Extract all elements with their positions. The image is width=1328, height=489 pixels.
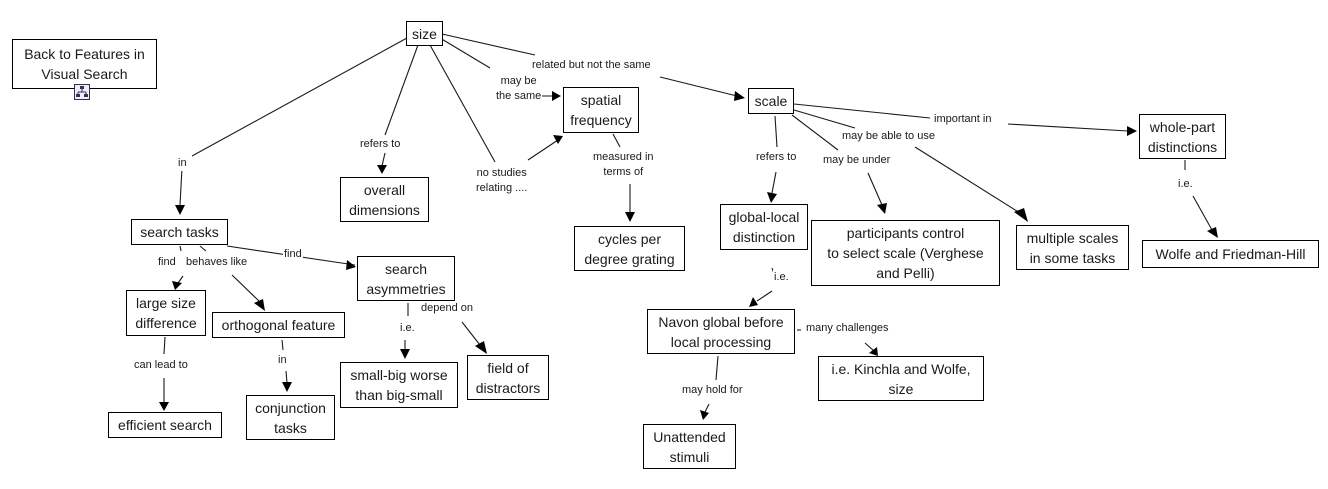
connector-line bbox=[791, 114, 839, 151]
link-label-depend-on: depend on bbox=[420, 301, 474, 316]
node-cycles-per-degree[interactable]: cycles per degree grating bbox=[574, 226, 685, 271]
arrowhead-icon bbox=[254, 299, 265, 311]
arrowhead-icon bbox=[400, 349, 410, 359]
connector-line bbox=[281, 339, 284, 351]
connector-line bbox=[659, 76, 738, 97]
link-label-find-2: find bbox=[283, 247, 303, 262]
arrowhead-icon bbox=[749, 297, 758, 307]
connector-line bbox=[612, 133, 621, 148]
connector-line bbox=[1192, 195, 1213, 231]
node-size[interactable]: size bbox=[406, 21, 443, 46]
connector-line bbox=[527, 139, 559, 161]
arrowhead-icon bbox=[869, 347, 878, 356]
node-spatial-frequency[interactable]: spatial frequency bbox=[563, 87, 639, 133]
connector-line bbox=[864, 342, 875, 352]
node-small-big[interactable]: small-big worse than big-small bbox=[340, 362, 458, 408]
arrowhead-icon bbox=[172, 281, 182, 290]
connector-line bbox=[867, 172, 883, 206]
arrowhead-icon bbox=[346, 260, 356, 270]
arrowhead-icon bbox=[377, 165, 387, 174]
node-efficient-search[interactable]: efficient search bbox=[108, 412, 222, 438]
arrowhead-icon bbox=[282, 382, 292, 392]
link-label-can-lead-to: can lead to bbox=[133, 358, 189, 373]
link-label-in: in bbox=[177, 156, 188, 171]
connector-line bbox=[715, 355, 719, 381]
link-label-ie-3: i.e. bbox=[773, 270, 790, 285]
back-to-features-node[interactable]: Back to Features in Visual Search bbox=[12, 39, 157, 89]
connector-line bbox=[771, 171, 777, 194]
node-overall-dimensions[interactable]: overall dimensions bbox=[340, 177, 429, 222]
connector-line bbox=[756, 290, 773, 302]
connector-line bbox=[793, 109, 856, 129]
link-label-many-challenges: many challenges bbox=[805, 321, 890, 336]
connector-line bbox=[704, 403, 710, 413]
connector-line bbox=[441, 33, 536, 56]
link-label-may-be-same: may be the same bbox=[495, 74, 543, 104]
link-label-related: related but not the same bbox=[531, 58, 652, 73]
connector-line bbox=[914, 146, 1021, 214]
node-large-size-difference[interactable]: large size difference bbox=[126, 290, 206, 336]
node-orthogonal-feature[interactable]: orthogonal feature bbox=[212, 312, 345, 338]
connector-line bbox=[461, 321, 481, 346]
connector-line bbox=[179, 167, 183, 206]
link-label-behaves-like: behaves like bbox=[185, 255, 249, 270]
connector-line bbox=[285, 370, 288, 384]
connector-line bbox=[1007, 123, 1129, 132]
connector-line bbox=[429, 44, 496, 163]
link-label-important-in: important in bbox=[933, 112, 993, 127]
link-label-find-1: find bbox=[157, 255, 177, 270]
arrowhead-icon bbox=[552, 91, 561, 101]
node-participants-control[interactable]: participants control to select scale (Ve… bbox=[811, 220, 1000, 286]
arrowhead-icon bbox=[553, 135, 563, 144]
arrowhead-icon bbox=[700, 410, 709, 420]
node-kinchla-wolfe[interactable]: i.e. Kinchla and Wolfe, size bbox=[818, 356, 984, 401]
link-label-able-to-use: may be able to use bbox=[841, 129, 936, 144]
connector-line bbox=[439, 37, 491, 69]
connector-line bbox=[231, 274, 261, 303]
arrowhead-icon bbox=[175, 205, 185, 215]
arrowhead-icon bbox=[625, 212, 635, 222]
connector-line bbox=[384, 44, 419, 136]
arrowhead-icon bbox=[475, 341, 487, 354]
node-field-of-distractors[interactable]: field of distractors bbox=[467, 355, 549, 400]
arrowhead-icon bbox=[877, 203, 887, 214]
link-label-may-hold-for: may hold for bbox=[681, 383, 744, 398]
link-label-may-be-under: may be under bbox=[822, 153, 892, 168]
arrowhead-icon bbox=[1014, 208, 1028, 222]
connector-line bbox=[179, 245, 182, 252]
hierarchy-icon bbox=[76, 86, 88, 97]
node-search-asymmetries[interactable]: search asymmetries bbox=[357, 256, 455, 301]
arrowhead-icon bbox=[1127, 126, 1137, 136]
connector-line bbox=[163, 336, 166, 355]
link-label-measured: measured in terms of bbox=[592, 150, 655, 180]
link-label-ie-1: i.e. bbox=[1177, 177, 1194, 192]
arrowhead-icon bbox=[1207, 227, 1218, 238]
link-label-in-2: in bbox=[277, 353, 288, 368]
concept-map-link-icon[interactable] bbox=[74, 84, 90, 100]
link-label-ie-2: i.e. bbox=[399, 321, 416, 336]
connector-line bbox=[774, 115, 778, 148]
arrowhead-icon bbox=[767, 192, 777, 203]
node-conjunction-tasks[interactable]: conjunction tasks bbox=[246, 395, 335, 440]
connector-line bbox=[793, 103, 931, 119]
link-label-refers-to-1: refers to bbox=[359, 137, 402, 152]
node-search-tasks[interactable]: search tasks bbox=[131, 219, 228, 245]
arrowhead-icon bbox=[159, 402, 169, 411]
connector-line bbox=[199, 245, 207, 252]
connector-line bbox=[381, 152, 386, 167]
node-wolfe-friedman-hill[interactable]: Wolfe and Friedman-Hill bbox=[1142, 240, 1319, 268]
arrowhead-icon bbox=[734, 91, 745, 101]
node-unattended-stimuli[interactable]: Unattended stimuli bbox=[643, 424, 736, 469]
connector-line bbox=[191, 37, 408, 157]
connector-line bbox=[177, 275, 184, 284]
node-multiple-scales[interactable]: multiple scales in some tasks bbox=[1016, 225, 1129, 270]
node-scale[interactable]: scale bbox=[748, 88, 794, 114]
link-label-no-studies: no studies relating .... bbox=[475, 166, 529, 196]
node-navon[interactable]: Navon global before local processing bbox=[647, 309, 795, 354]
node-global-local[interactable]: global-local distinction bbox=[720, 204, 808, 250]
link-label-refers-to-2: refers to bbox=[755, 150, 798, 165]
node-whole-part[interactable]: whole-part distinctions bbox=[1139, 114, 1226, 159]
